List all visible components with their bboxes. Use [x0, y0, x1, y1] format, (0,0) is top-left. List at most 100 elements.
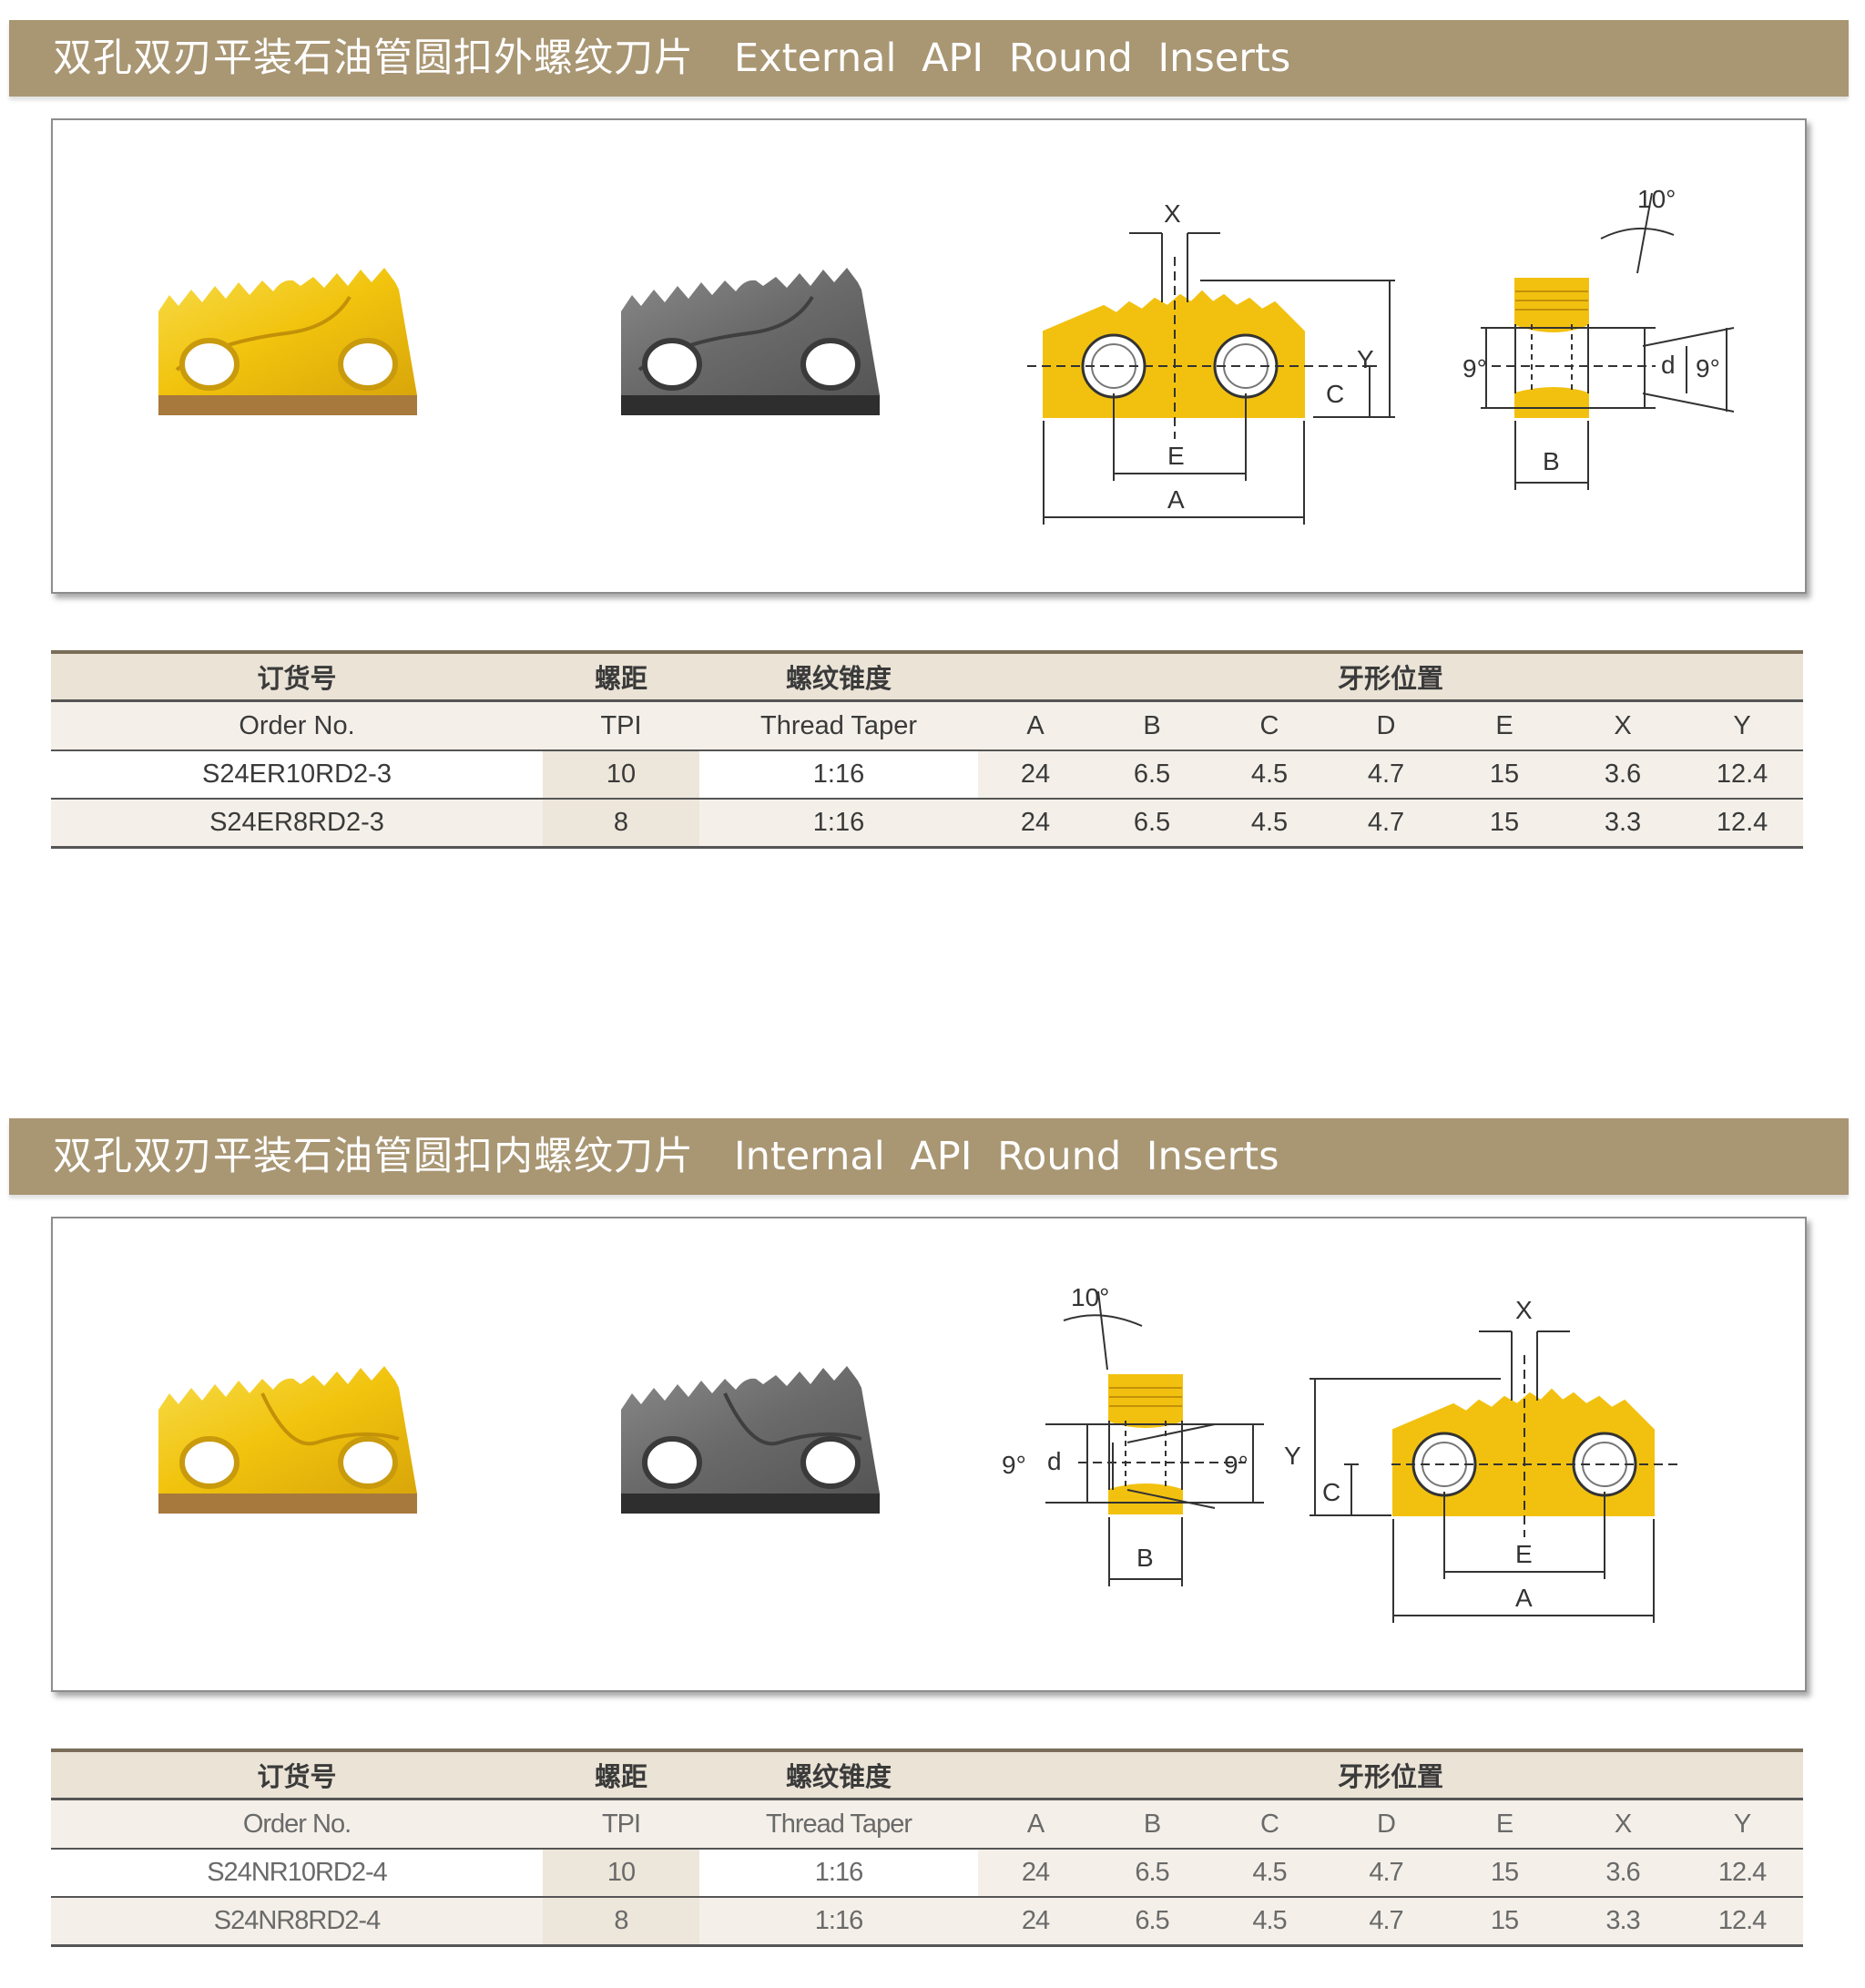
cell-y: 12.4 [1716, 808, 1768, 837]
cell-c: 4.5 [1211, 750, 1328, 799]
cell-e: 15 [1490, 1906, 1519, 1935]
coated-insert-photo [621, 268, 880, 415]
col-taper: Thread Taper [766, 1809, 912, 1839]
cell-order: S24NR8RD2-4 [213, 1906, 381, 1935]
col-order-cn: 订货号 [257, 665, 337, 694]
dim-label-x: X [1515, 1296, 1533, 1324]
cell-b: 6.5 [1093, 1849, 1211, 1897]
cell-taper: 1:16 [699, 1849, 978, 1897]
table-row: S24NR8RD2-4 8 1:16 24 6.5 4.5 4.7 15 3.3… [51, 1897, 1804, 1946]
cell-e: 15 [1489, 808, 1520, 837]
table-row: S24NR10RD2-4 10 1:16 24 6.5 4.5 4.7 15 3… [51, 1849, 1804, 1897]
col-c: C [1259, 710, 1279, 740]
front-view-labels: X Y C E A [1284, 1296, 1533, 1612]
dim-label-e: E [1167, 442, 1185, 470]
dim-label-a: A [1167, 485, 1185, 514]
side-view-drawing [1481, 192, 1735, 490]
cell-x: 3.3 [1604, 808, 1642, 837]
gold-insert-photo [158, 268, 417, 415]
table-row: S24ER10RD2-3 10 1:16 24 6.5 4.5 4.7 15 3… [51, 750, 1804, 799]
spec-table-external: 订货号 螺距 螺纹锥度 牙形位置 Order No. TPI Thread Ta… [51, 650, 1804, 849]
dim-label-angle-left: 9° [1462, 354, 1487, 382]
col-profile-cn: 牙形位置 [1338, 665, 1444, 694]
cell-c: 4.5 [1211, 1849, 1328, 1897]
dim-label-angle-right: 9° [1224, 1451, 1248, 1479]
front-view-labels: X Y C E A [1164, 199, 1374, 514]
col-x: X [1614, 710, 1632, 740]
cell-y: 12.4 [1681, 750, 1804, 799]
cell-b: 6.5 [1135, 1906, 1169, 1935]
cell-x: 3.6 [1564, 750, 1681, 799]
col-tpi-cn: 螺距 [594, 665, 647, 694]
dim-label-d: d [1661, 351, 1676, 379]
cell-a: 24 [978, 1849, 1093, 1897]
cell-x: 3.6 [1564, 1849, 1681, 1897]
dim-label-y: Y [1284, 1442, 1301, 1470]
dim-label-b: B [1543, 447, 1560, 475]
col-x: X [1614, 1809, 1632, 1839]
col-d: D [1377, 1809, 1396, 1839]
cell-d: 4.7 [1369, 1906, 1403, 1935]
dim-label-angle-top: 10° [1637, 185, 1676, 213]
cell-e: 15 [1444, 750, 1564, 799]
cell-x: 3.3 [1605, 1906, 1640, 1935]
coated-insert-photo [621, 1366, 880, 1514]
product-panel-internal: 10° 9° 9° d B [51, 1217, 1807, 1692]
front-view-drawing [1310, 1330, 1683, 1623]
cell-y: 12.4 [1717, 1906, 1767, 1935]
side-view-labels: 10° 9° 9° d B [1002, 1283, 1248, 1572]
dim-label-angle-top: 10° [1071, 1283, 1109, 1311]
col-order-cn: 订货号 [257, 1763, 337, 1792]
col-y: Y [1733, 1809, 1751, 1839]
col-b: B [1143, 1809, 1161, 1839]
dim-label-angle-right: 9° [1696, 354, 1720, 382]
cell-d: 4.7 [1328, 1849, 1444, 1897]
col-taper: Thread Taper [760, 710, 917, 740]
table-header-cn: 订货号 螺距 螺纹锥度 牙形位置 [51, 652, 1804, 701]
table-row: S24ER8RD2-3 8 1:16 24 6.5 4.5 4.7 15 3.3… [51, 799, 1804, 848]
col-e: E [1495, 1809, 1513, 1839]
col-tpi-cn: 螺距 [594, 1763, 647, 1792]
col-c: C [1260, 1809, 1279, 1839]
col-a: A [1026, 710, 1045, 740]
table-header-cn: 订货号 螺距 螺纹锥度 牙形位置 [51, 1750, 1804, 1799]
section-title-cn: 双孔双刃平装石油管圆扣内螺纹刀片 [53, 1134, 694, 1179]
table-header-en: Order No. TPI Thread Taper A B C D E X Y [51, 700, 1804, 750]
col-order: Order No. [239, 710, 355, 740]
cell-a: 24 [1020, 808, 1051, 837]
cell-b: 6.5 [1093, 750, 1211, 799]
front-view-drawing [1027, 232, 1395, 525]
cell-y: 12.4 [1681, 1849, 1804, 1897]
side-view-labels: 10° 9° 9° d B [1462, 185, 1720, 475]
dim-label-c: C [1326, 380, 1344, 408]
cell-order: S24ER8RD2-3 [209, 808, 384, 837]
col-y: Y [1733, 710, 1751, 740]
cell-a: 24 [978, 750, 1093, 799]
section-title-en: External API Round Inserts [734, 36, 1291, 81]
dim-label-a: A [1515, 1584, 1533, 1612]
col-d: D [1376, 710, 1396, 740]
dim-label-c: C [1322, 1478, 1340, 1506]
col-e: E [1495, 710, 1513, 740]
dim-label-y: Y [1357, 345, 1374, 373]
section-title-en: Internal API Round Inserts [734, 1134, 1279, 1179]
col-profile-cn: 牙形位置 [1338, 1763, 1444, 1792]
product-illustration: 10° 9° 9° d B [158, 1283, 1683, 1623]
cell-e: 15 [1444, 1849, 1564, 1897]
product-illustration: X Y C E A [158, 185, 1735, 525]
cell-taper: 1:16 [812, 808, 865, 837]
cell-taper: 1:16 [814, 1906, 863, 1935]
side-view-drawing [1045, 1290, 1264, 1586]
cell-tpi: 8 [543, 799, 699, 848]
dim-label-x: X [1164, 199, 1181, 228]
product-panel-external: X Y C E A [51, 118, 1807, 594]
spec-table-internal: 订货号 螺距 螺纹锥度 牙形位置 Order No. TPI Thread Ta… [51, 1748, 1804, 1947]
col-order: Order No. [242, 1809, 352, 1839]
cell-order: S24NR10RD2-4 [51, 1849, 543, 1897]
cell-taper: 1:16 [699, 750, 978, 799]
cell-tpi: 8 [543, 1897, 699, 1946]
cell-d: 4.7 [1367, 808, 1405, 837]
cell-tpi: 10 [543, 1849, 699, 1897]
